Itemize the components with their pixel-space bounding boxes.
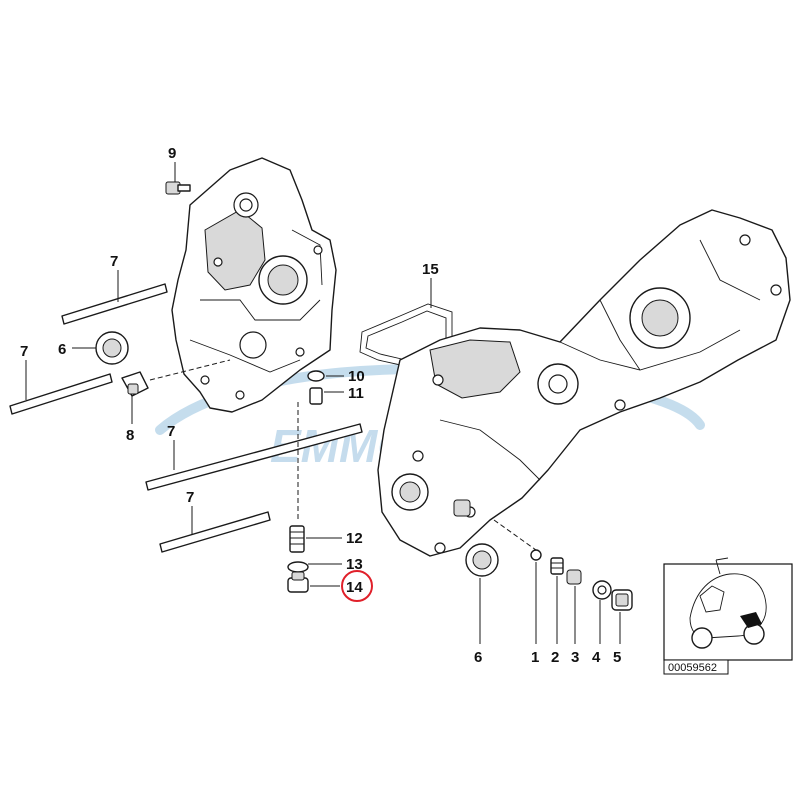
spring-part-2 [550,557,564,575]
callout-14: 14 [346,579,363,596]
ball-part-1 [530,549,542,561]
oil-seal-left [95,331,129,365]
reference-id: 00059562 [668,662,717,674]
callout-10: 10 [348,368,365,385]
washer-part-10 [307,370,325,382]
callout-9: 9 [168,145,176,162]
reference-id-box: 00059562 [663,659,729,675]
callout-2: 2 [551,649,559,666]
callout-6-left: 6 [58,341,66,358]
washer-part-13 [287,561,309,573]
callout-labels: 9 7 6 7 8 15 10 11 7 7 12 13 14 6 1 2 3 … [20,145,621,666]
callout-12: 12 [346,530,363,547]
plunger-part-3 [566,569,582,585]
callout-6-bottom: 6 [474,649,482,666]
callout-7-top: 7 [110,253,118,270]
callout-3: 3 [571,649,579,666]
callout-1: 1 [531,649,539,666]
bolt-part-9 [165,181,191,195]
stud-bolt-left [9,373,113,415]
highlight-circle [341,570,373,602]
callout-7-left: 7 [20,343,28,360]
callout-5: 5 [613,649,621,666]
callout-8: 8 [126,427,134,444]
sensor-part-8 [121,371,149,397]
plug-part-11 [309,387,323,405]
callout-11: 11 [348,385,364,402]
washer-part-4 [592,580,612,600]
stud-bolt-upper [61,283,168,325]
callout-13: 13 [346,556,363,573]
spring-part-12 [289,525,305,553]
callout-15: 15 [422,261,439,278]
plug-part-14 [287,571,309,593]
left-crankcase-half [171,157,337,413]
callout-4: 4 [592,649,601,666]
oil-seal-bottom [465,543,499,577]
leader-lines [25,162,621,644]
stud-bolt-lower [159,511,271,553]
callout-7-lower: 7 [186,489,194,506]
scooter-thumbnail [663,557,793,661]
stud-bolt-middle [145,423,363,491]
plug-part-5 [611,589,633,611]
callout-7-middle: 7 [167,423,175,440]
right-crankcase-half [377,209,791,557]
